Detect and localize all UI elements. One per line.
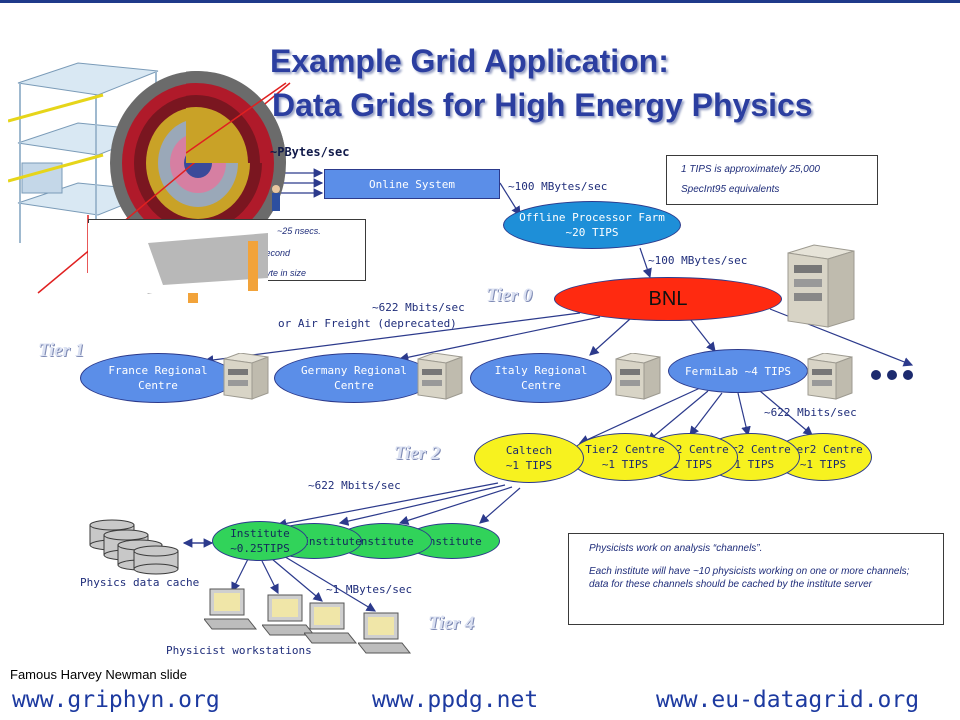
france-server-icon (223, 353, 269, 400)
label-online-to-offline: ~100 MBytes/sec (508, 180, 608, 193)
institute-label-4: Institute (422, 534, 482, 548)
fermilab-server-icon (807, 353, 853, 400)
detector-title-overlap (186, 71, 287, 163)
germany-server-icon (417, 353, 463, 400)
tips-note: 1 TIPS is approximately 25,000 SpecInt95… (666, 155, 878, 205)
caltech-label: Caltech (505, 444, 553, 457)
bunch-note-line1: ~25 nsecs. (277, 226, 321, 236)
bnl-server-icon (787, 244, 855, 328)
detector-overlay (88, 223, 268, 293)
bnl-node: BNL (554, 277, 782, 321)
tier2-centre-node-2: Tier2 Centre ~1 TIPS (570, 433, 680, 481)
channels-note: Physicists work on analysis “channels”. … (568, 533, 944, 625)
bunch-note-line3: byte in size (261, 268, 307, 278)
tier4-label: Tier 4 (428, 613, 475, 634)
italy-centre-label: Italy Regional Centre (494, 364, 588, 392)
label-physics-cache: Physics data cache (80, 576, 200, 589)
tier1-label: Tier 1 (38, 340, 85, 361)
tips-note-line1: 1 TIPS is approximately 25,000 (681, 164, 820, 175)
tier2-centre-tips-5: ~1 TIPS (799, 458, 847, 471)
workstation-icon-2 (262, 594, 316, 636)
caltech-tips: ~1 TIPS (505, 459, 553, 472)
workstation-icon-1 (204, 588, 258, 630)
tier2-centre-tips-2: ~1 TIPS (601, 458, 649, 471)
germany-centre-label: Germany Regional Centre (301, 364, 407, 392)
tips-note-line2: SpecInt95 equivalents (681, 184, 780, 195)
footer-url-ppdg[interactable]: www.ppdg.net (372, 687, 539, 713)
italy-server-icon (615, 353, 661, 400)
fermilab-label: FermiLab ~4 TIPS (685, 364, 791, 378)
label-tier2-to-institute: ~622 Mbits/sec (308, 479, 401, 492)
label-institute-to-ws: ~1 MBytes/sec (326, 583, 413, 596)
online-system-node: Online System (324, 169, 500, 199)
label-workstations: Physicist workstations (166, 644, 312, 657)
institute-main-label: Institute (230, 527, 290, 540)
france-centre-label: France Regional Centre (108, 364, 208, 392)
bnl-label: BNL (648, 287, 688, 310)
slide-credit: Famous Harvey Newman slide (10, 667, 188, 682)
tier2-centre-label-5: Tier2 Centre (783, 443, 863, 456)
online-system-label: Online System (368, 177, 456, 191)
label-air-freight: or Air Freight (deprecated) (278, 317, 457, 330)
caltech-node: Caltech ~1 TIPS (474, 433, 584, 483)
france-centre-node: France Regional Centre (80, 353, 236, 403)
bunch-note-line2: second (261, 248, 291, 258)
more-centres-ellipsis-icon (871, 370, 913, 380)
label-bnl-to-tier1: ~622 Mbits/sec (372, 301, 465, 314)
physics-data-cache-icon (89, 519, 179, 575)
label-offline-to-bnl: ~100 MBytes/sec (648, 254, 748, 267)
offline-farm-node: Offline Processor Farm ~20 TIPS (503, 201, 681, 249)
germany-centre-node: Germany Regional Centre (274, 353, 434, 403)
footer-url-eu-datagrid[interactable]: www.eu-datagrid.org (656, 687, 920, 713)
institute-main-node: Institute ~0.25TIPS (212, 521, 308, 561)
offline-farm-tips: ~20 TIPS (565, 226, 619, 239)
institute-node-4: Institute (404, 523, 500, 559)
label-tier1-to-tier2: ~622 Mbits/sec (764, 406, 857, 419)
footer-url-griphyn[interactable]: www.griphyn.org (12, 687, 220, 713)
title-line2: Data Grids for High Energy Physics (272, 87, 813, 123)
institute-label-3: Institute (354, 534, 414, 548)
tier0-label: Tier 0 (486, 285, 533, 306)
channels-note-line2: Each institute will have ~10 physicists … (589, 566, 910, 590)
label-detector-rate: ~PBytes/sec (270, 145, 350, 159)
title-line1: Example Grid Application: (270, 43, 669, 79)
diagram-links (182, 168, 914, 612)
offline-farm-label: Offline Processor Farm (519, 211, 665, 224)
channels-note-line1: Physicists work on analysis “channels”. (589, 543, 763, 554)
italy-centre-node: Italy Regional Centre (470, 353, 612, 403)
institute-label-2: Institute (302, 534, 362, 548)
institute-main-tips: ~0.25TIPS (230, 542, 290, 555)
tier2-centre-tips-4: ~1 TIPS (727, 458, 775, 471)
fermilab-node: FermiLab ~4 TIPS (668, 349, 808, 393)
tier2-label: Tier 2 (394, 443, 441, 464)
tier2-centre-node-5: Tier2 Centre ~1 TIPS (774, 433, 872, 481)
workstation-icon-4 (358, 612, 412, 654)
workstation-icon-3 (304, 602, 358, 644)
tier2-centre-label-2: Tier2 Centre (585, 443, 665, 456)
